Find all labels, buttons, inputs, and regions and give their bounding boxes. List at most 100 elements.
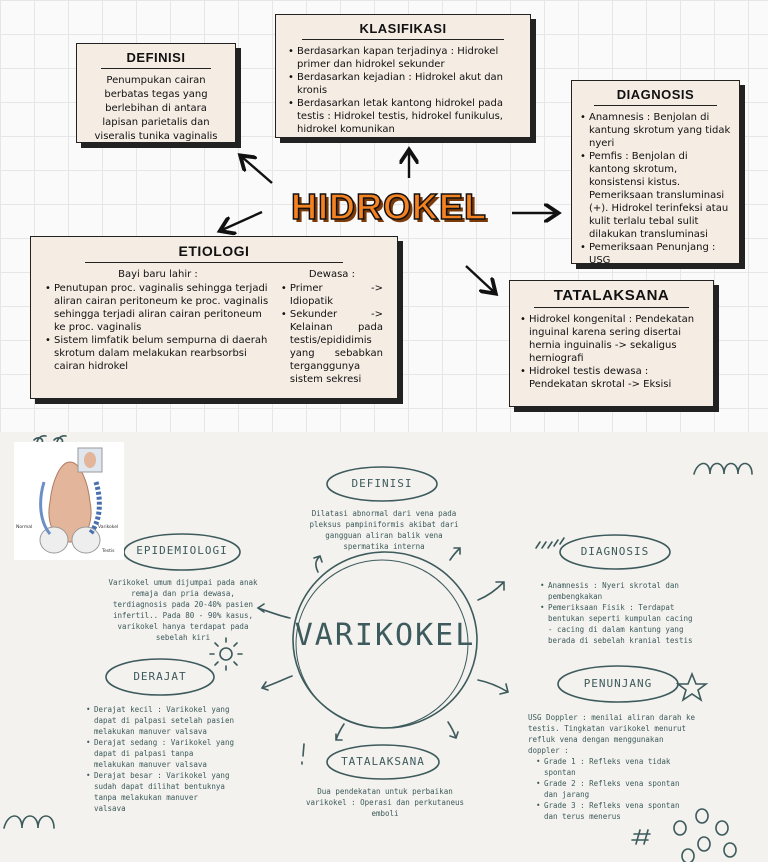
tatalaksana-heading: TATALAKSANA: [341, 755, 425, 768]
text-line: USG Doppler : menilai aliran darah ke: [528, 713, 696, 722]
text-line: testis. Tingkatan varikokel menurut: [528, 724, 687, 733]
bayi-list: Penutupan proc. vaginalis sehingga terja…: [45, 282, 271, 373]
tatalaksana-bubble: [326, 744, 440, 780]
text-line: refluk vena dengan menggunakan: [528, 735, 664, 744]
hash-doodle-icon: [631, 829, 651, 845]
text-line: Dua pendekatan untuk perbaikan: [317, 787, 453, 796]
text-line: doppler :: [528, 746, 569, 755]
anatomy-illustration: Normal Varikokel Testis: [14, 442, 124, 560]
arrow-icon: [449, 547, 461, 561]
list-item: Anamnesis : Benjolan di kantung skrotum …: [580, 111, 731, 150]
arrow-icon: [222, 210, 263, 230]
klasifikasi-list: Berdasarkan kapan terjadinya : Hidrokel …: [288, 45, 518, 136]
sun-doodle-icon: [219, 647, 233, 661]
arrow-icon: [313, 554, 323, 573]
arrow-icon: [447, 721, 459, 740]
definisi-text: Penumpukan cairan berbatas tegas yang be…: [94, 75, 218, 142]
list-item: Pemfis : Benjolan di kantong skrotum, ko…: [580, 150, 731, 241]
diagnosis-heading: DIAGNOSIS: [580, 545, 650, 558]
card-heading: ETIOLOGI: [85, 243, 343, 263]
varikokel-title: VARIKOKEL: [294, 618, 476, 653]
list-item: Anamnesis : Nyeri skrotal danpembengkaka…: [540, 580, 720, 602]
card-heading: KLASIFIKASI: [302, 21, 504, 40]
derajat-bubble: [105, 658, 215, 696]
arrow-icon: [256, 603, 291, 619]
arrow-icon: [477, 581, 505, 601]
definisi-bubble: [326, 466, 438, 502]
arrow-icon: [260, 675, 293, 691]
anatomy-label-varikokel: Varikokel: [98, 524, 118, 530]
text-line: Varikokel umum dijumpai pada anak: [108, 578, 258, 587]
text-line: sebelah kiri: [155, 633, 211, 642]
penunjang-heading: PENUNJANG: [583, 677, 653, 690]
list-item: Sistem limfatik belum sempurna di daerah…: [45, 334, 271, 373]
exclamation-doodle-icon: [301, 743, 305, 765]
tatalaksana-text: Dua pendekatan untuk perbaikan varikokel…: [290, 786, 480, 819]
star-doodle-icon: [675, 671, 709, 702]
anatomy-label-testis: Testis: [101, 548, 115, 554]
card-heading: TATALAKSANA: [534, 287, 689, 308]
connector-arrows: [0, 0, 768, 432]
text-line: Dilatasi abnormal dari vena pada: [311, 509, 457, 518]
hidrokel-klasifikasi-card: KLASIFIKASI Berdasarkan kapan terjadinya…: [275, 14, 531, 138]
dewasa-list: Primer -> Idiopatik Sekunder -> Kelainan…: [281, 282, 383, 386]
diagnosis-bubble: [559, 534, 671, 570]
hidrokel-etiologi-card: ETIOLOGI Bayi baru lahir : Penutupan pro…: [30, 236, 398, 399]
anatomy-label-normal: Normal: [16, 524, 32, 530]
arrow-icon: [335, 723, 345, 741]
text-line: pleksus pampiniformis akibat dari: [309, 520, 459, 529]
text-line: remaja dan pria dewasa,: [131, 589, 235, 598]
list-item: Sekunder -> Kelainan pada testis/epididi…: [281, 308, 383, 386]
definisi-heading: DEFINISI: [351, 477, 413, 490]
list-item: Berdasarkan kapan terjadinya : Hidrokel …: [288, 45, 518, 71]
list-item: Pemeriksaan Penunjang : USG: [580, 241, 731, 267]
arrow-icon: [465, 265, 494, 292]
list-item: Hidrokel testis dewasa : Pendekatan skro…: [520, 365, 703, 391]
tatalaksana-list: Hidrokel kongenital : Pendekatan inguina…: [520, 313, 703, 391]
varikokel-mindmap: Normal Varikokel Testis DEFINISI Dilatas…: [0, 432, 768, 862]
list-item: Berdasarkan kejadian : Hidrokel akut dan…: [288, 71, 518, 97]
list-item: Hidrokel kongenital : Pendekatan inguina…: [520, 313, 703, 365]
text-line: terdiagnosis pada 20-40% pasien: [113, 600, 253, 609]
text-line: infertil.. Pada 80 - 90% kasus,: [113, 611, 253, 620]
text-line: spermatika interna: [343, 542, 425, 551]
diagnosis-list: Anamnesis : Benjolan di kantung skrotum …: [580, 111, 731, 267]
epidemiologi-heading: EPIDEMIOLOGI: [136, 544, 228, 557]
epidemiologi-bubble: [123, 533, 241, 571]
bayi-heading: Bayi baru lahir :: [118, 269, 198, 280]
derajat-heading: DERAJAT: [133, 670, 187, 683]
text-line: emboli: [371, 809, 399, 818]
text-line: varikokel : Operasi dan perkutaneus: [305, 798, 465, 807]
card-heading: DIAGNOSIS: [594, 87, 717, 106]
hidrokel-title: HIDROKEL: [290, 185, 487, 228]
list-item: Primer -> Idiopatik: [281, 282, 383, 308]
list-item: Penutupan proc. vaginalis sehingga terja…: [45, 282, 271, 334]
hidrokel-tatalaksana-card: TATALAKSANA Hidrokel kongenital : Pendek…: [509, 280, 714, 407]
coil-doodle-icon: [3, 815, 55, 829]
hidrokel-definisi-card: DEFINISI Penumpukan cairan berbatas tega…: [76, 43, 236, 143]
arrow-icon: [242, 157, 273, 184]
arrow-icon: [477, 679, 509, 695]
list-item: Berdasarkan letak kantong hidrokel pada …: [288, 97, 518, 136]
text-line: gangguan aliran balik vena: [325, 531, 443, 540]
dewasa-heading: Dewasa :: [308, 269, 355, 280]
coil-doodle-icon: [693, 462, 753, 475]
sketch-decorations: [3, 435, 753, 862]
hidrokel-diagnosis-card: DIAGNOSIS Anamnesis : Benjolan di kantun…: [571, 80, 740, 267]
penunjang-text: USG Doppler : menilai aliran darah ke te…: [528, 712, 718, 822]
scrotum-anatomy-icon: Normal Varikokel Testis: [16, 447, 118, 554]
text-line: varikokel hanya terdapat pada: [117, 622, 249, 631]
hidrokel-mindmap: DEFINISI Penumpukan cairan berbatas tega…: [0, 0, 768, 432]
card-heading: DEFINISI: [101, 50, 211, 69]
diagnosis-list: Anamnesis : Nyeri skrotal danpembengkaka…: [540, 580, 720, 646]
definisi-text: Dilatasi abnormal dari vena pada pleksus…: [294, 508, 474, 552]
epidemiologi-text: Varikokel umum dijumpai pada anak remaja…: [94, 577, 272, 643]
